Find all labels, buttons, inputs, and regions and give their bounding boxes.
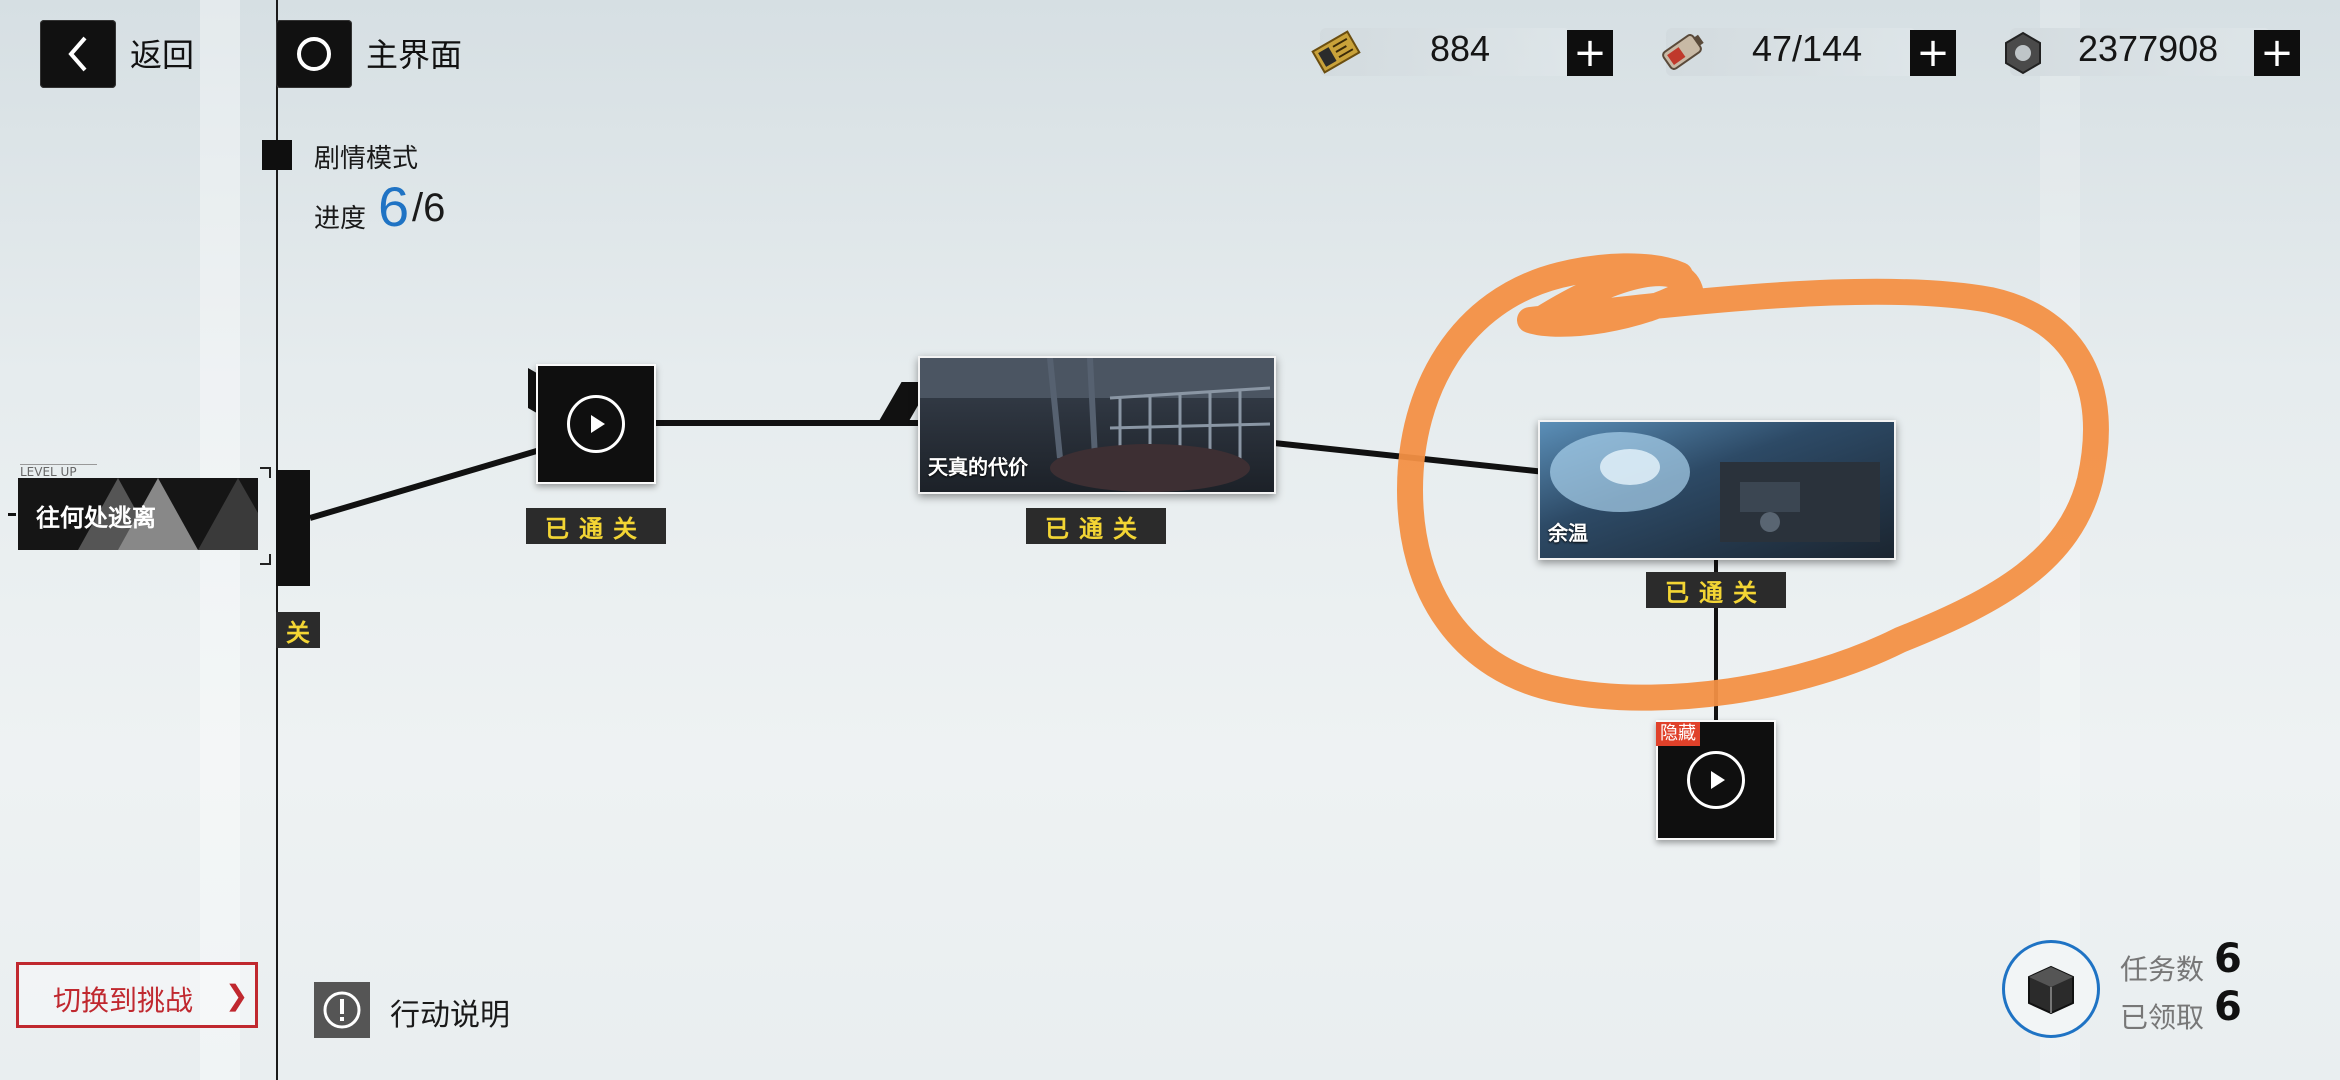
- stage-3-badge: 已通关: [1646, 572, 1786, 608]
- home-label[interactable]: 主界面: [366, 36, 463, 74]
- stage-1-node[interactable]: [536, 364, 656, 484]
- level-up-tag: LEVEL UP: [20, 464, 97, 479]
- bracket-icon: [260, 467, 271, 565]
- switch-to-challenge-button[interactable]: 切换到挑战 ❯: [16, 962, 258, 1028]
- left-node-badge: 关: [276, 612, 320, 648]
- tasks-value: 6: [2214, 936, 2242, 982]
- progress-label: 进度: [314, 204, 367, 234]
- stage-1-badge: 已通关: [526, 508, 666, 544]
- chevron-right-icon: ❯: [225, 979, 249, 1012]
- resource-value-battery: 47/144: [1752, 28, 1863, 69]
- play-icon: [1687, 751, 1745, 809]
- chapter-card-left[interactable]: 往何处逃离: [18, 478, 258, 550]
- plus-icon: +: [2260, 30, 2294, 76]
- play-icon: [567, 395, 625, 453]
- crate-icon: [2028, 965, 2074, 1015]
- resource-bar: [1320, 28, 1570, 76]
- add-ticket-button[interactable]: +: [1567, 30, 1613, 76]
- reward-box-button[interactable]: [2002, 940, 2100, 1038]
- left-node-block[interactable]: [276, 470, 310, 586]
- plus-icon: +: [1916, 30, 1950, 76]
- gear-nut-icon: [2000, 30, 2046, 80]
- ticket-icon: [1308, 26, 1364, 82]
- resource-bar: [1666, 28, 1916, 76]
- progress-current: 6: [378, 175, 410, 238]
- add-gears-button[interactable]: +: [2254, 30, 2300, 76]
- resource-value-gears: 2377908: [2078, 28, 2219, 69]
- switch-label: 切换到挑战: [53, 984, 194, 1017]
- add-battery-button[interactable]: +: [1910, 30, 1956, 76]
- stage-3-title: 余温: [1548, 521, 1588, 545]
- mode-title: 剧情模式: [314, 144, 419, 174]
- chevron-left-icon: [68, 36, 87, 72]
- info-label[interactable]: 行动说明: [390, 998, 510, 1033]
- stage-2-badge: 已通关: [1026, 508, 1166, 544]
- progress-total: /6: [412, 186, 446, 230]
- home-button[interactable]: [276, 20, 352, 88]
- stage-3-card[interactable]: 余温: [1538, 420, 1896, 560]
- back-button[interactable]: [40, 20, 116, 88]
- battery-icon: [1654, 26, 1710, 82]
- resource-value-ticket: 884: [1430, 28, 1491, 69]
- exclamation-icon: [323, 991, 361, 1029]
- claimed-label: 已领取: [2120, 1001, 2205, 1034]
- mode-square-icon: [262, 140, 292, 170]
- tick-mark: [8, 513, 16, 516]
- info-button[interactable]: [314, 982, 370, 1038]
- resource-bar: [2010, 28, 2270, 76]
- stage-2-title: 天真的代价: [928, 455, 1028, 479]
- back-label[interactable]: 返回: [130, 36, 195, 74]
- tasks-label: 任务数: [2120, 953, 2205, 986]
- circle-icon: [297, 37, 331, 71]
- hidden-tag: 隐藏: [1656, 722, 1700, 746]
- plus-icon: +: [1573, 30, 1607, 76]
- claimed-value: 6: [2214, 984, 2242, 1030]
- stage-2-card[interactable]: 天真的代价: [918, 356, 1276, 494]
- chapter-title-left: 往何处逃离: [36, 504, 156, 532]
